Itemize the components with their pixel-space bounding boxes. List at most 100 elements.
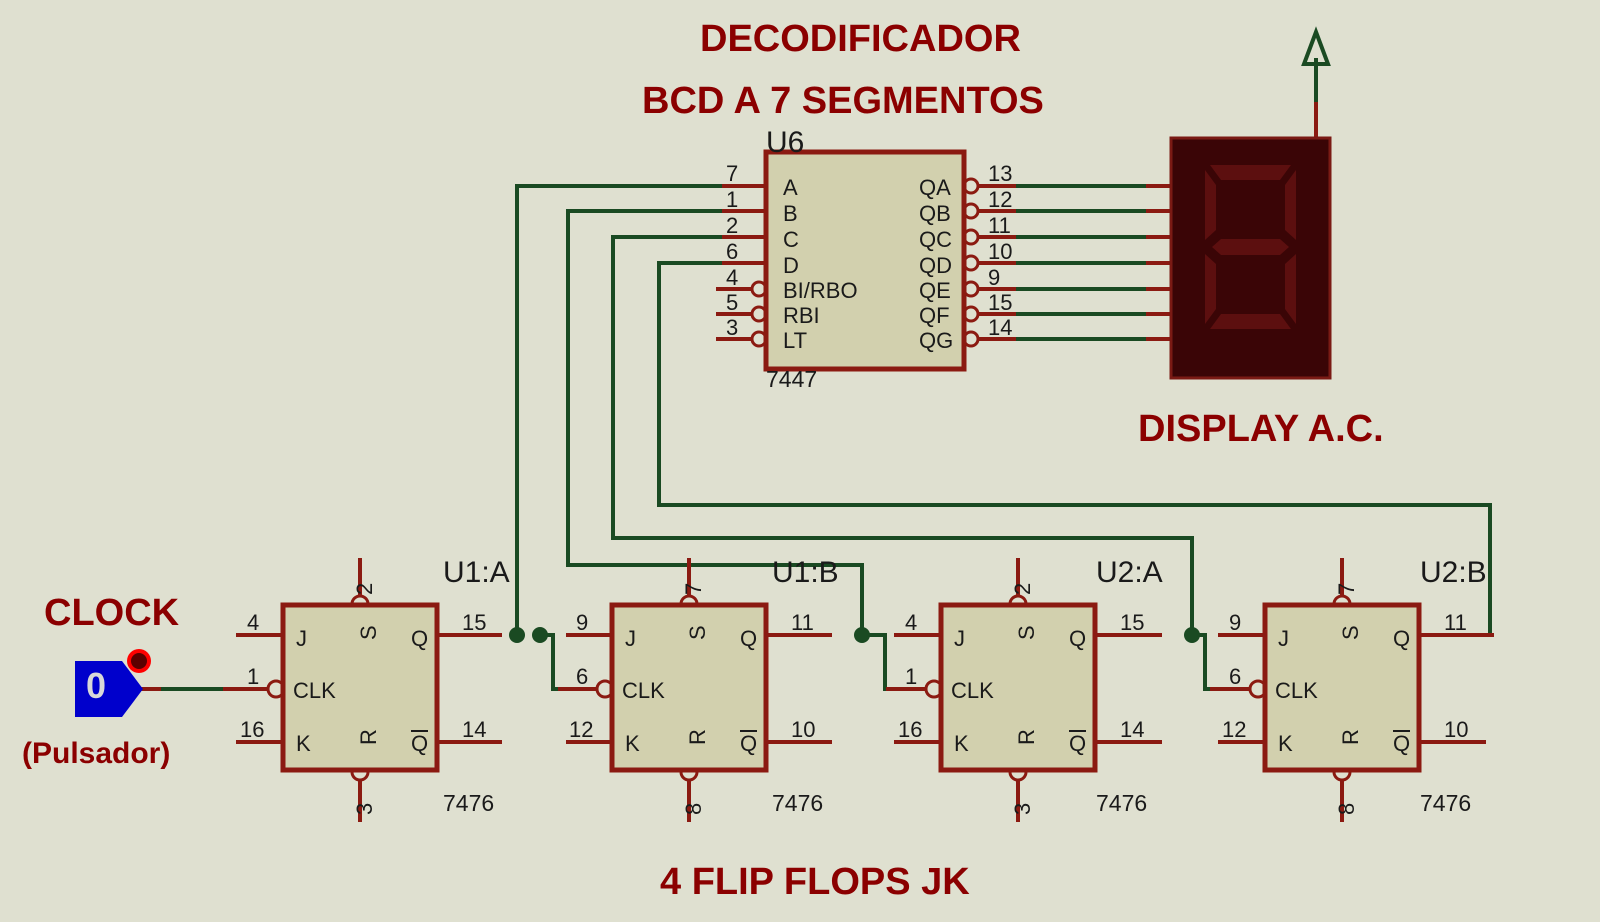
flipflop-3-part-number: 7476: [1096, 790, 1148, 816]
flipflop-4-pins: [1210, 558, 1494, 822]
net-q2-to-clk3: [860, 633, 930, 691]
decoder-input-stubs: [716, 184, 770, 341]
net-qc-to-decoder-C: [611, 235, 1194, 637]
display-anode-net: [1301, 26, 1331, 140]
flipflop-1-label-Q: Q: [411, 626, 429, 651]
seven-segment-display-graphic: [1169, 136, 1332, 380]
decoder-pin-number-C: 2: [726, 213, 739, 238]
flipflop-3-label-K: K: [954, 731, 969, 756]
flipflop-4-pin-CLK: 6: [1229, 664, 1242, 689]
flipflop-3-label-R: R: [1014, 729, 1039, 745]
flipflop-2-reference: U1:B: [772, 556, 839, 589]
flipflop-2-label-K: K: [625, 731, 640, 756]
decoder-part-number: 7447: [766, 366, 818, 392]
decoder-pin-label-C: C: [783, 227, 799, 252]
flipflop-2-pin-QN: 10: [791, 717, 816, 742]
flipflop-1-label-R: R: [356, 729, 381, 745]
flipflop-3-label-CLK: CLK: [951, 678, 994, 703]
label-clock: CLOCK: [44, 592, 180, 634]
decoder-pin-label-QG: QG: [919, 328, 954, 353]
decoder-to-display-wires: [1016, 184, 1154, 341]
decoder-pin-number-QE: 9: [988, 265, 1001, 290]
wire-junctions: [509, 627, 1200, 643]
decoder-pin-number-RBI: 5: [726, 290, 739, 315]
flipflop-3-pin-CLK: 1: [905, 664, 918, 689]
flipflop-2-label-QN: Q: [740, 730, 758, 756]
flipflop-4-label-S: S: [1338, 625, 1363, 640]
decoder-pin-label-BI-RBO: BI/RBO: [783, 278, 858, 303]
flipflop-2-pin-CLK: 6: [576, 664, 589, 689]
decoder-pin-label-QA: QA: [919, 175, 951, 200]
decoder-pin-label-QC: QC: [919, 227, 952, 252]
flipflop-4-pin-QN: 10: [1444, 717, 1469, 742]
flipflop-2-label-R: R: [685, 729, 710, 745]
flipflop-1-label-K: K: [296, 731, 311, 756]
decoder-input-bubbles: [750, 280, 768, 348]
decoder-pin-number-B: 1: [726, 187, 739, 212]
net-q1-to-clk2: [538, 633, 602, 691]
flipflop-1-label-S: S: [356, 625, 381, 640]
flipflop-1-reference: U1:A: [443, 556, 510, 589]
flipflop-3-pin-R: 3: [1010, 802, 1035, 815]
flipflop-2-part-number: 7476: [772, 790, 824, 816]
page-title-decoder-line2: BCD A 7 SEGMENTOS: [642, 80, 1044, 122]
decoder-pin-label-D: D: [783, 253, 799, 278]
flipflop-2-pin-Q: 11: [791, 610, 814, 635]
flipflop-4-label-QN: Q: [1393, 730, 1411, 756]
flipflop-3-pin-J: 4: [905, 610, 918, 635]
decoder-pin-number-D: 6: [726, 239, 739, 264]
flipflop-3-label-Q: Q: [1069, 626, 1087, 651]
flipflop-3-reference: U2:A: [1096, 556, 1163, 589]
flipflop-2-pin-S: 7: [681, 582, 706, 595]
decoder-pin-number-QD: 10: [988, 239, 1013, 264]
decoder-output-bubbles: [962, 177, 980, 348]
flipflop-3-label-QN: Q: [1069, 730, 1087, 756]
flipflop-4-pin-K: 12: [1222, 717, 1247, 742]
flipflop-1-pin-QN: 14: [462, 717, 487, 742]
flipflop-4-pin-R: 8: [1334, 802, 1359, 815]
flipflop-4-label-CLK: CLK: [1275, 678, 1318, 703]
decoder-pin-label-QD: QD: [919, 253, 952, 278]
decoder-pin-number-A: 7: [726, 161, 739, 186]
page-title-decoder-line1: DECODIFICADOR: [700, 18, 1021, 60]
label-flipflops-section: 4 FLIP FLOPS JK: [660, 861, 970, 903]
flipflop-4-pin-J: 9: [1229, 610, 1242, 635]
flipflop-3-pin-K: 16: [898, 717, 923, 742]
decoder-pin-label-LT: LT: [783, 328, 808, 353]
decoder-pin-number-QA: 13: [988, 161, 1013, 186]
flipflop-4-part-number: 7476: [1420, 790, 1472, 816]
decoder-pin-label-QF: QF: [919, 303, 950, 328]
flipflop-3-label-J: J: [954, 626, 965, 651]
flipflop-1-label-J: J: [296, 626, 307, 651]
flipflop-2-label-J: J: [625, 626, 636, 651]
decoder-pin-label-RBI: RBI: [783, 303, 820, 328]
flipflop-4-pin-Q: 11: [1444, 610, 1467, 635]
flipflop-2-pin-R: 8: [681, 802, 706, 815]
flipflop-1-pin-S: 2: [352, 582, 377, 595]
net-qa-to-decoder-A: [515, 184, 722, 637]
decoder-pin-number-QF: 15: [988, 290, 1013, 315]
logic-state-value[interactable]: 0: [86, 665, 107, 706]
logic-state-probe-graphic: [75, 649, 151, 717]
flipflop-1-label-QN: Q: [411, 730, 429, 756]
flipflop-3-pin-Q: 15: [1120, 610, 1145, 635]
flipflop-1-label-CLK: CLK: [293, 678, 336, 703]
decoder-body: [763, 149, 967, 372]
decoder-pin-number-QG: 14: [988, 315, 1013, 340]
flipflop-1-pin-K: 16: [240, 717, 265, 742]
flipflop-1-pin-J: 4: [247, 610, 260, 635]
flipflop-4-label-K: K: [1278, 731, 1293, 756]
flipflop-1-pin-Q: 15: [462, 610, 487, 635]
flipflop-4-pin-S: 7: [1334, 582, 1359, 595]
flipflop-4-label-J: J: [1278, 626, 1289, 651]
label-display-ac: DISPLAY A.C.: [1138, 408, 1384, 450]
flipflop-1-part-number: 7476: [443, 790, 495, 816]
flipflop-2-label-Q: Q: [740, 626, 758, 651]
flipflop-1-pin-R: 3: [352, 802, 377, 815]
decoder-pin-number-BI: 4: [726, 265, 739, 290]
flipflop-1-pin-CLK: 1: [247, 664, 260, 689]
decoder-pin-number-LT: 3: [726, 315, 739, 340]
flipflop-3-pin-QN: 14: [1120, 717, 1145, 742]
flipflop-1-pins: [228, 558, 502, 822]
